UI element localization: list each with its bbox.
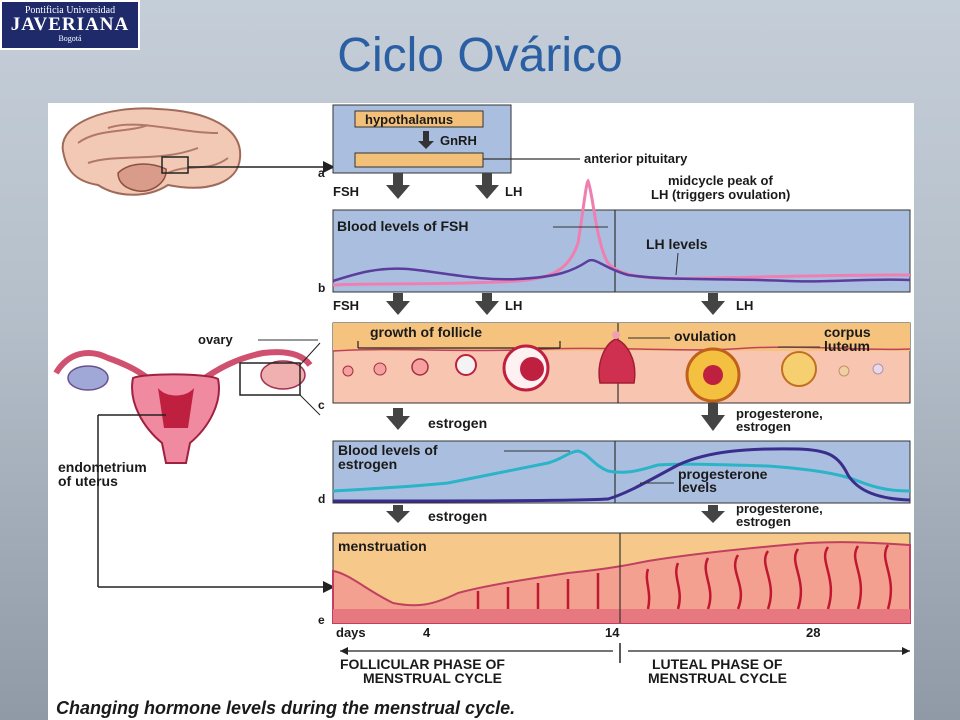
ovum bbox=[612, 331, 620, 339]
ovary-label: ovary bbox=[198, 332, 233, 347]
pituitary-box bbox=[354, 152, 484, 168]
progesterone-curve bbox=[332, 447, 911, 503]
lh-label-a: LH bbox=[505, 184, 522, 199]
hypothalamus-box bbox=[354, 110, 484, 128]
fsh-arrow bbox=[386, 173, 410, 199]
spiral-arteries bbox=[476, 544, 893, 610]
uterus-illustration: ovary bbox=[53, 332, 335, 593]
gnrh-arrow bbox=[418, 131, 434, 149]
panel-a: hypothalamus GnRH anterior pituitary a F… bbox=[318, 104, 790, 202]
figure-caption: Changing hormone levels during the menst… bbox=[56, 698, 516, 718]
panel-a-letter: a bbox=[318, 166, 325, 180]
figure-svg: hypothalamus GnRH anterior pituitary a F… bbox=[53, 104, 911, 686]
lh-arrow bbox=[475, 173, 499, 199]
panel-d: Blood levels of estrogen progesterone le… bbox=[318, 440, 911, 529]
follicle-3 bbox=[411, 358, 429, 376]
menstrual-cycle-figure: hypothalamus GnRH anterior pituitary a F… bbox=[48, 103, 914, 720]
estrogen-arrow-d bbox=[386, 505, 410, 523]
fsh-blood-label: Blood levels of FSH bbox=[337, 218, 468, 234]
anterior-pituitary-label: anterior pituitary bbox=[584, 151, 688, 166]
lh-curve bbox=[332, 178, 911, 287]
progesterone-label-line2: levels bbox=[678, 479, 717, 495]
logo-line2: JAVERIANA bbox=[10, 14, 130, 35]
lh-arrow-b2 bbox=[701, 293, 725, 315]
lh-arrow-b bbox=[475, 293, 499, 315]
panel-b-box bbox=[332, 209, 911, 293]
follicle-4 bbox=[455, 354, 477, 376]
estrogen-label-d-line1: Blood levels of bbox=[338, 442, 438, 458]
growth-follicle-label: growth of follicle bbox=[370, 324, 482, 340]
prog-arrow-c bbox=[701, 403, 725, 431]
fsh-curve bbox=[332, 258, 911, 283]
prog-arrow-d bbox=[701, 505, 725, 523]
panel-e-letter: e bbox=[318, 613, 325, 627]
lh-label-b2: LH bbox=[736, 298, 753, 313]
peak-label-line1: midcycle peak of bbox=[668, 173, 773, 188]
endometrium-label-line2: of uterus bbox=[58, 473, 118, 489]
fsh-arrow-b bbox=[386, 293, 410, 315]
day-14-label: 14 bbox=[605, 625, 620, 640]
estrogen-arrow-c bbox=[386, 408, 410, 430]
days-label: days bbox=[336, 625, 366, 640]
corpus-luteum-line2: luteum bbox=[824, 338, 870, 354]
prog-label-d-line2: estrogen bbox=[736, 514, 791, 529]
follicle-small bbox=[872, 363, 884, 375]
luteal-phase-line1: LUTEAL PHASE OF bbox=[652, 656, 783, 672]
corpus-luteum-line1: corpus bbox=[824, 324, 871, 340]
brain-illustration bbox=[61, 107, 335, 196]
fsh-label-b: FSH bbox=[333, 298, 359, 313]
corpus-albicans bbox=[838, 365, 850, 377]
university-logo: Pontificia Universidad JAVERIANA Bogotá bbox=[0, 0, 140, 50]
fsh-label-a: FSH bbox=[333, 184, 359, 199]
lh-label-b: LH bbox=[505, 298, 522, 313]
menstruation-label: menstruation bbox=[338, 538, 427, 554]
basal-layer bbox=[333, 609, 910, 623]
estrogen-label-d: estrogen bbox=[428, 508, 487, 524]
prog-label-d-line1: progesterone, bbox=[736, 501, 823, 516]
panel-d-letter: d bbox=[318, 492, 325, 506]
follicle-5-core bbox=[520, 357, 544, 381]
logo-line1: Pontificia Universidad bbox=[24, 5, 116, 16]
estrogen-label-d-line2: estrogen bbox=[338, 456, 397, 472]
regressing-corpus-luteum bbox=[781, 351, 817, 387]
estrogen-curve bbox=[332, 449, 911, 493]
prog-label-c-line1: progesterone, bbox=[736, 406, 823, 421]
peak-label-line2: LH (triggers ovulation) bbox=[651, 187, 790, 202]
follicle-1 bbox=[342, 365, 354, 377]
panel-c: growth of follicle ovulation corpus lute… bbox=[318, 322, 911, 434]
panel-b: Blood levels of FSH LH levels b FSH LH L… bbox=[318, 178, 911, 315]
gnrh-label: GnRH bbox=[440, 133, 477, 148]
panel-b-letter: b bbox=[318, 281, 325, 295]
day-28-label: 28 bbox=[806, 625, 820, 640]
slide-title: Ciclo Ovárico bbox=[337, 29, 623, 82]
panel-c-letter: c bbox=[318, 398, 325, 412]
estrogen-label-c: estrogen bbox=[428, 415, 487, 431]
prog-label-c-line2: estrogen bbox=[736, 419, 791, 434]
follicular-phase-line2: MENSTRUAL CYCLE bbox=[363, 670, 502, 686]
hypothalamus-label: hypothalamus bbox=[365, 112, 453, 127]
phase-bar: FOLLICULAR PHASE OF MENSTRUAL CYCLE LUTE… bbox=[340, 643, 910, 686]
panel-e: endometrium of uterus menstruation e day… bbox=[58, 459, 911, 640]
luteal-phase-line2: MENSTRUAL CYCLE bbox=[648, 670, 787, 686]
day-4-label: 4 bbox=[423, 625, 431, 640]
follicular-phase-line1: FOLLICULAR PHASE OF bbox=[340, 656, 505, 672]
lh-levels-label: LH levels bbox=[646, 236, 708, 252]
progesterone-label-line1: progesterone bbox=[678, 466, 768, 482]
logo-line3: Bogotá bbox=[58, 34, 82, 43]
corpus-luteum-core bbox=[703, 365, 723, 385]
ovulation-label: ovulation bbox=[674, 328, 736, 344]
follicle-2 bbox=[373, 362, 387, 376]
ovulating-follicle bbox=[598, 338, 636, 384]
endometrium-label-line1: endometrium bbox=[58, 459, 147, 475]
